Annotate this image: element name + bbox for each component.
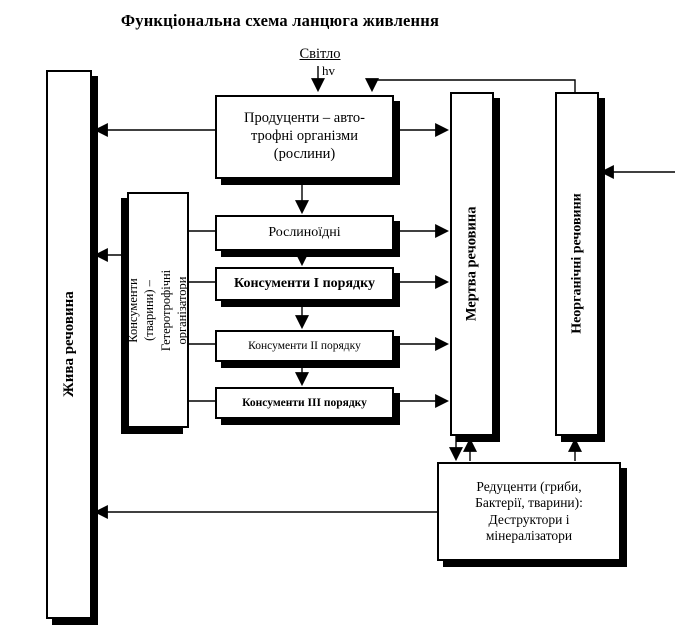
light-label: Світло [299, 46, 341, 62]
box-reducers: Редуценти (гриби, Бактерії, тварини): Де… [437, 462, 621, 561]
inorganic-substances-label: Неорганічні речовини [569, 193, 585, 335]
consumers-heterotrophs-line1: Консументи (тварини) – [126, 277, 157, 343]
box-inorganic-substances: Неорганічні речовини [555, 92, 599, 436]
producers-label: Продуценти – авто-трофні організми (росл… [244, 110, 365, 162]
box-consumers-2: Консументи II порядку [215, 330, 394, 362]
page-title: Функціональна схема ланцюга живлення [120, 11, 440, 30]
box-herbivores: Рослиноїдні [215, 215, 394, 251]
box-dead-matter: Мертва речовина [450, 92, 494, 436]
consumers-heterotrophs-line2: Гетеротрофічні організатори [159, 269, 190, 351]
box-consumers-3: Консументи III порядку [215, 387, 394, 419]
box-consumers-1: Консументи I порядку [215, 267, 394, 301]
consumers-1-label: Консументи I порядку [234, 276, 375, 292]
consumers-heterotrophs-label: Консументи (тварини) – Гетеротрофічні ор… [126, 269, 191, 350]
reducers-label: Редуценти (гриби, Бактерії, тварини): Де… [475, 478, 583, 543]
box-producers: Продуценти – авто-трофні організми (росл… [215, 95, 394, 179]
inorganic-to-producers-arrow [365, 78, 576, 93]
consumers-2-label: Консументи II порядку [248, 339, 361, 352]
living-matter-label: Жива речовина [60, 291, 77, 398]
consumers-3-label: Консументи III порядку [242, 396, 367, 409]
box-living-matter: Жива речовина [46, 70, 92, 619]
herbivores-label: Рослиноїдні [268, 225, 341, 241]
dead-matter-label: Мертва речовина [463, 206, 480, 322]
box-consumers-heterotrophs: Консументи (тварини) – Гетеротрофічні ор… [127, 192, 189, 428]
light-symbol: hv [322, 63, 335, 78]
